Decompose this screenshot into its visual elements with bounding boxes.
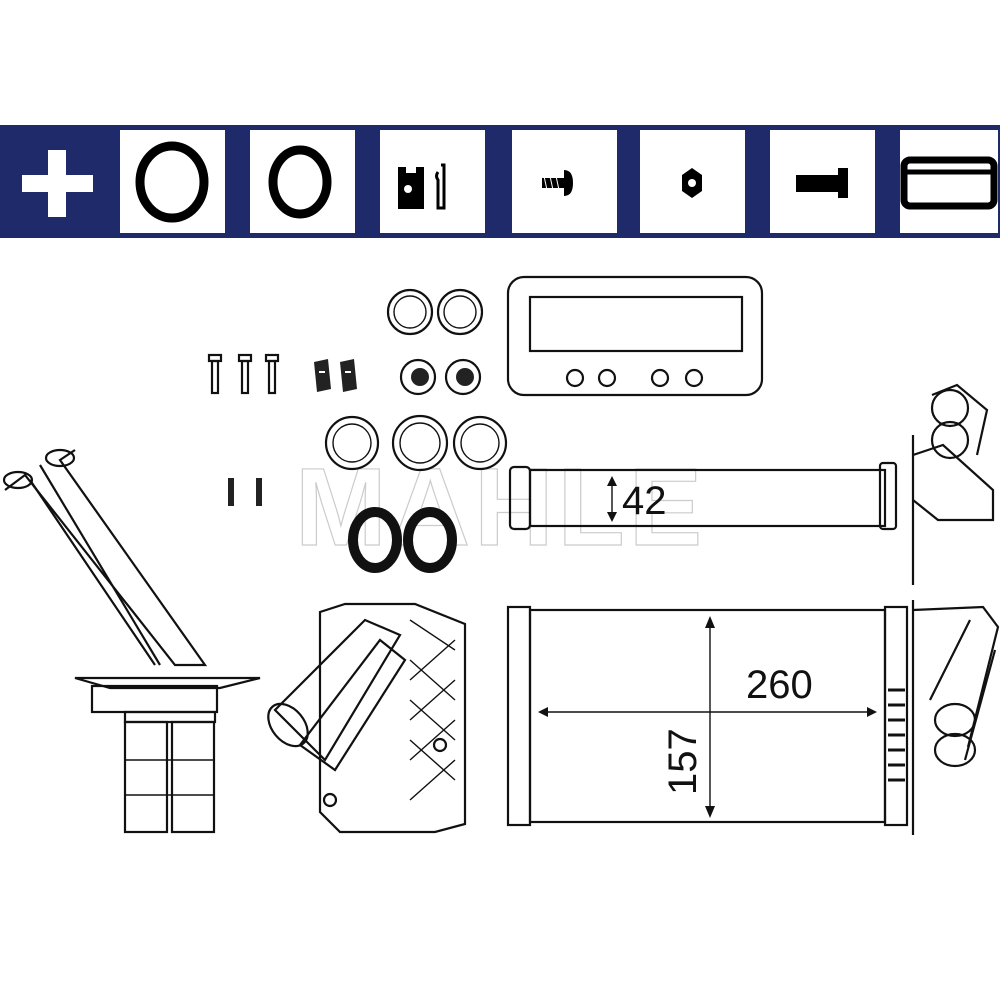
end-tank-housing	[267, 602, 467, 834]
screws	[207, 353, 280, 395]
o-ring-icon	[250, 130, 355, 233]
dimension-depth: 42	[622, 479, 667, 523]
heater-core-front-view: 260 157	[506, 600, 1000, 835]
clip-icon	[380, 130, 485, 233]
plus-icon	[0, 130, 115, 233]
o-ring-icon	[120, 130, 225, 233]
o-rings-small	[386, 288, 484, 336]
core-top-view: 42	[508, 383, 995, 585]
o-rings-large	[324, 414, 508, 472]
bolt-icon	[770, 130, 875, 233]
small-screws	[228, 478, 262, 506]
pipe-assembly	[2, 448, 261, 834]
screw-icon	[512, 130, 617, 233]
dimension-height: 157	[661, 728, 705, 795]
nut-icon	[640, 130, 745, 233]
kit-contents-bar	[0, 125, 1000, 238]
grommets	[399, 358, 482, 396]
seals	[348, 507, 457, 573]
dimension-width: 260	[746, 663, 813, 707]
clips	[314, 359, 357, 392]
gasket-icon	[900, 130, 998, 233]
gasket	[506, 275, 764, 397]
